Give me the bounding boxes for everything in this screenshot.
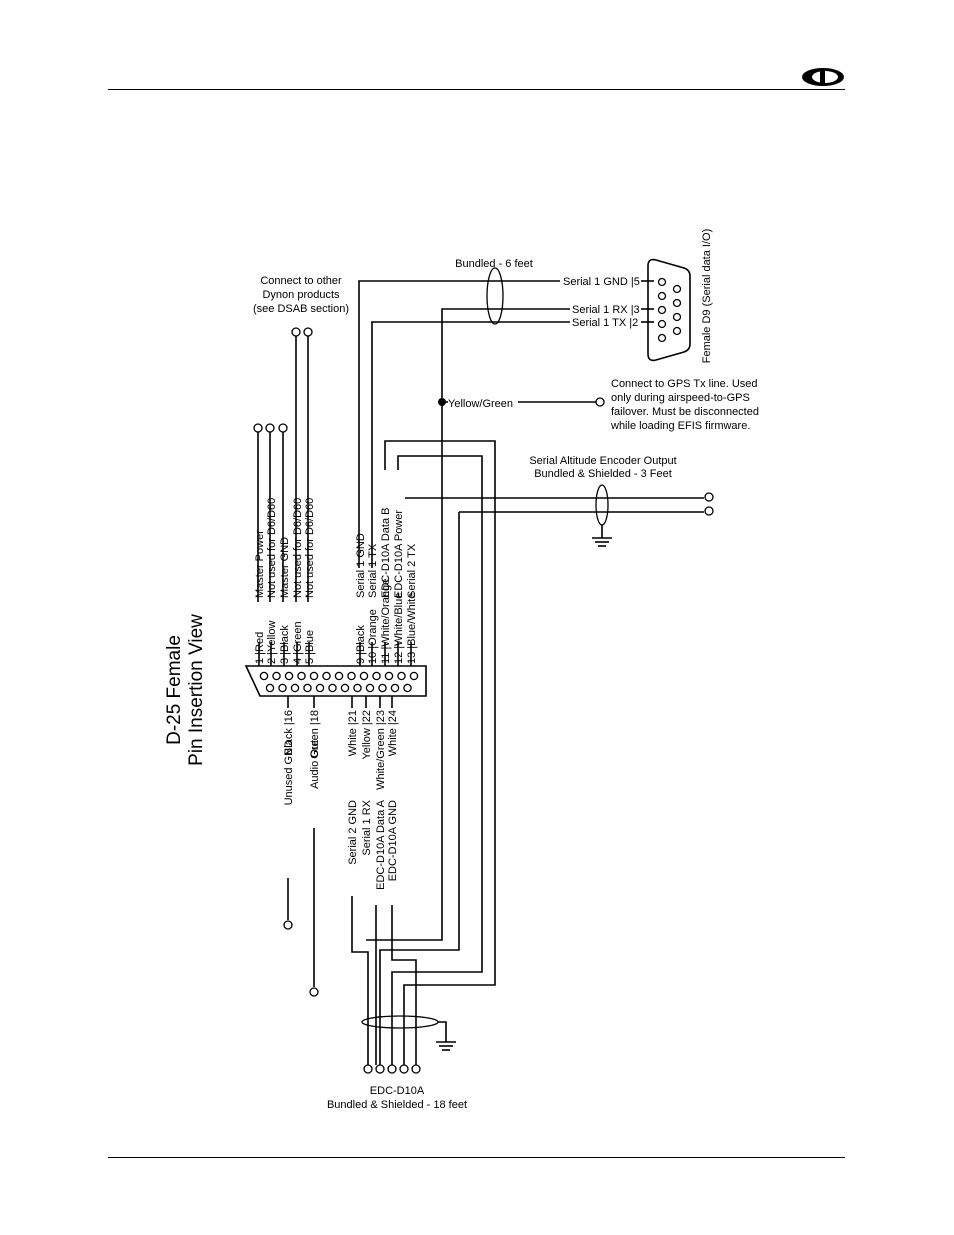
db9-pin-3: Serial 1 RX |3 (572, 304, 640, 316)
pin-label-bottom: Yellow |22 (361, 710, 373, 760)
unused-gnd-label: Unused GND (283, 740, 295, 805)
pin-label-top: 2 |Yellow (266, 621, 278, 664)
pin-function-top: Not used for D6/D60 (266, 498, 278, 598)
db9-label: Female D9 (Serial data I/O) (701, 229, 713, 364)
footer-rule (108, 1157, 845, 1158)
gps-wire-label: Yellow/Green (448, 398, 513, 410)
pin-label-top: 4 |Green (292, 621, 304, 664)
pin-function-top: Master Power (254, 530, 266, 598)
d25-pin (322, 671, 331, 681)
pin-label-top: 1 |Red (254, 632, 266, 664)
pin-label-bottom: White |21 (347, 710, 359, 756)
d25-pin (378, 683, 387, 693)
d25-pin (278, 683, 287, 693)
pin-function-top: Not used for D6/D60 (292, 498, 304, 598)
encoder-shield-icon (595, 484, 609, 526)
pin-label-top: 9 |Black (355, 625, 367, 664)
d25-pin (297, 671, 306, 681)
edc-shield-icon (361, 1015, 439, 1029)
db9-bundle-label: Bundled - 6 feet (455, 258, 533, 270)
pin-label-bottom: White |24 (387, 710, 399, 756)
diagram-title-line2: Pin Insertion View (186, 614, 207, 766)
pin-label-top: 11 |White/Orange (380, 579, 392, 664)
pin-label-top: 13 |Blue/White (406, 593, 418, 664)
pin-function-top: Not used for D6/D60 (304, 498, 316, 598)
d25-pin (340, 683, 350, 693)
d25-pin (384, 671, 394, 681)
pin-function-bottom: EDC-D10A GND (387, 800, 399, 881)
header-rule (108, 89, 845, 90)
d25-pin (403, 683, 412, 693)
encoder-label-line1: Serial Altitude Encoder Output (529, 455, 676, 467)
pin-function-top: Serial 2 TX (406, 543, 418, 598)
gps-note-line2: only during airspeed-to-GPS (611, 392, 750, 404)
pin-label-bottom: Green |18 (309, 710, 321, 759)
audio-out-label: Audio Out (309, 740, 321, 789)
pin-label-bottom: White/Green |23 (375, 710, 387, 790)
d25-pin (303, 683, 312, 693)
pin-label-top: 12 |White/Blue (393, 593, 405, 664)
pin-label-top: 5 |Blue (304, 630, 316, 664)
db9-bundle-icon (486, 267, 504, 325)
pin-function-top: Serial 1 TX (367, 543, 379, 598)
edc-label-line2: Bundled & Shielded - 18 feet (327, 1099, 467, 1111)
pin-function-top: EDC-D10A Power (393, 510, 405, 598)
d25-pin (259, 671, 269, 681)
dsab-note-line1: Connect to other (260, 275, 342, 287)
db9-pin-2: Serial 1 TX |2 (572, 317, 638, 329)
gps-note-line4: while loading EFIS firmware. (610, 420, 750, 432)
d25-pin (353, 683, 362, 693)
d25-connector (244, 665, 427, 697)
d25-pin (390, 683, 400, 693)
dsab-note-line2: Dynon products (262, 289, 340, 301)
pin-function-top: Master GND (279, 537, 291, 598)
d25-pin (315, 683, 325, 693)
pin-function-bottom: Serial 2 GND (347, 800, 359, 865)
encoder-label-line2: Bundled & Shielded - 3 Feet (534, 468, 672, 480)
d25-pin (409, 671, 419, 681)
gps-note-line1: Connect to GPS Tx line. Used (611, 378, 758, 390)
pin-label-top: 10 |Orange (367, 609, 379, 664)
d25-pin (334, 671, 344, 681)
d25-pin (272, 671, 281, 681)
pin-function-top: EDC-D10A Data B (380, 508, 392, 598)
d25-pin (328, 683, 337, 693)
d25-pin (397, 671, 406, 681)
d25-pin (309, 671, 319, 681)
dynon-logo-icon (802, 68, 844, 86)
d25-pin (347, 671, 356, 681)
dsab-note-line3: (see DSAB section) (253, 303, 349, 315)
d25-pin (290, 683, 300, 693)
d25-pin (365, 683, 375, 693)
db9-pin-5: Serial 1 GND |5 (563, 276, 640, 288)
gps-note-line3: failover. Must be disconnected (611, 406, 759, 418)
d25-pin (359, 671, 369, 681)
d25-pin (284, 671, 294, 681)
pin-function-top: Serial 1 GND (355, 533, 367, 598)
edc-label-line1: EDC-D10A (370, 1085, 425, 1097)
pin-function-bottom: Serial 1 RX (361, 799, 373, 855)
d25-pin (372, 671, 381, 681)
pin-label-bottom: Black |16 (283, 710, 295, 755)
pin-function-bottom: EDC-D10A Data A (375, 799, 387, 890)
db9-connector (647, 258, 691, 362)
d25-pin (265, 683, 275, 693)
pin-label-top: 3 |Black (279, 625, 291, 664)
diagram-title-line1: D-25 Female (164, 635, 185, 745)
